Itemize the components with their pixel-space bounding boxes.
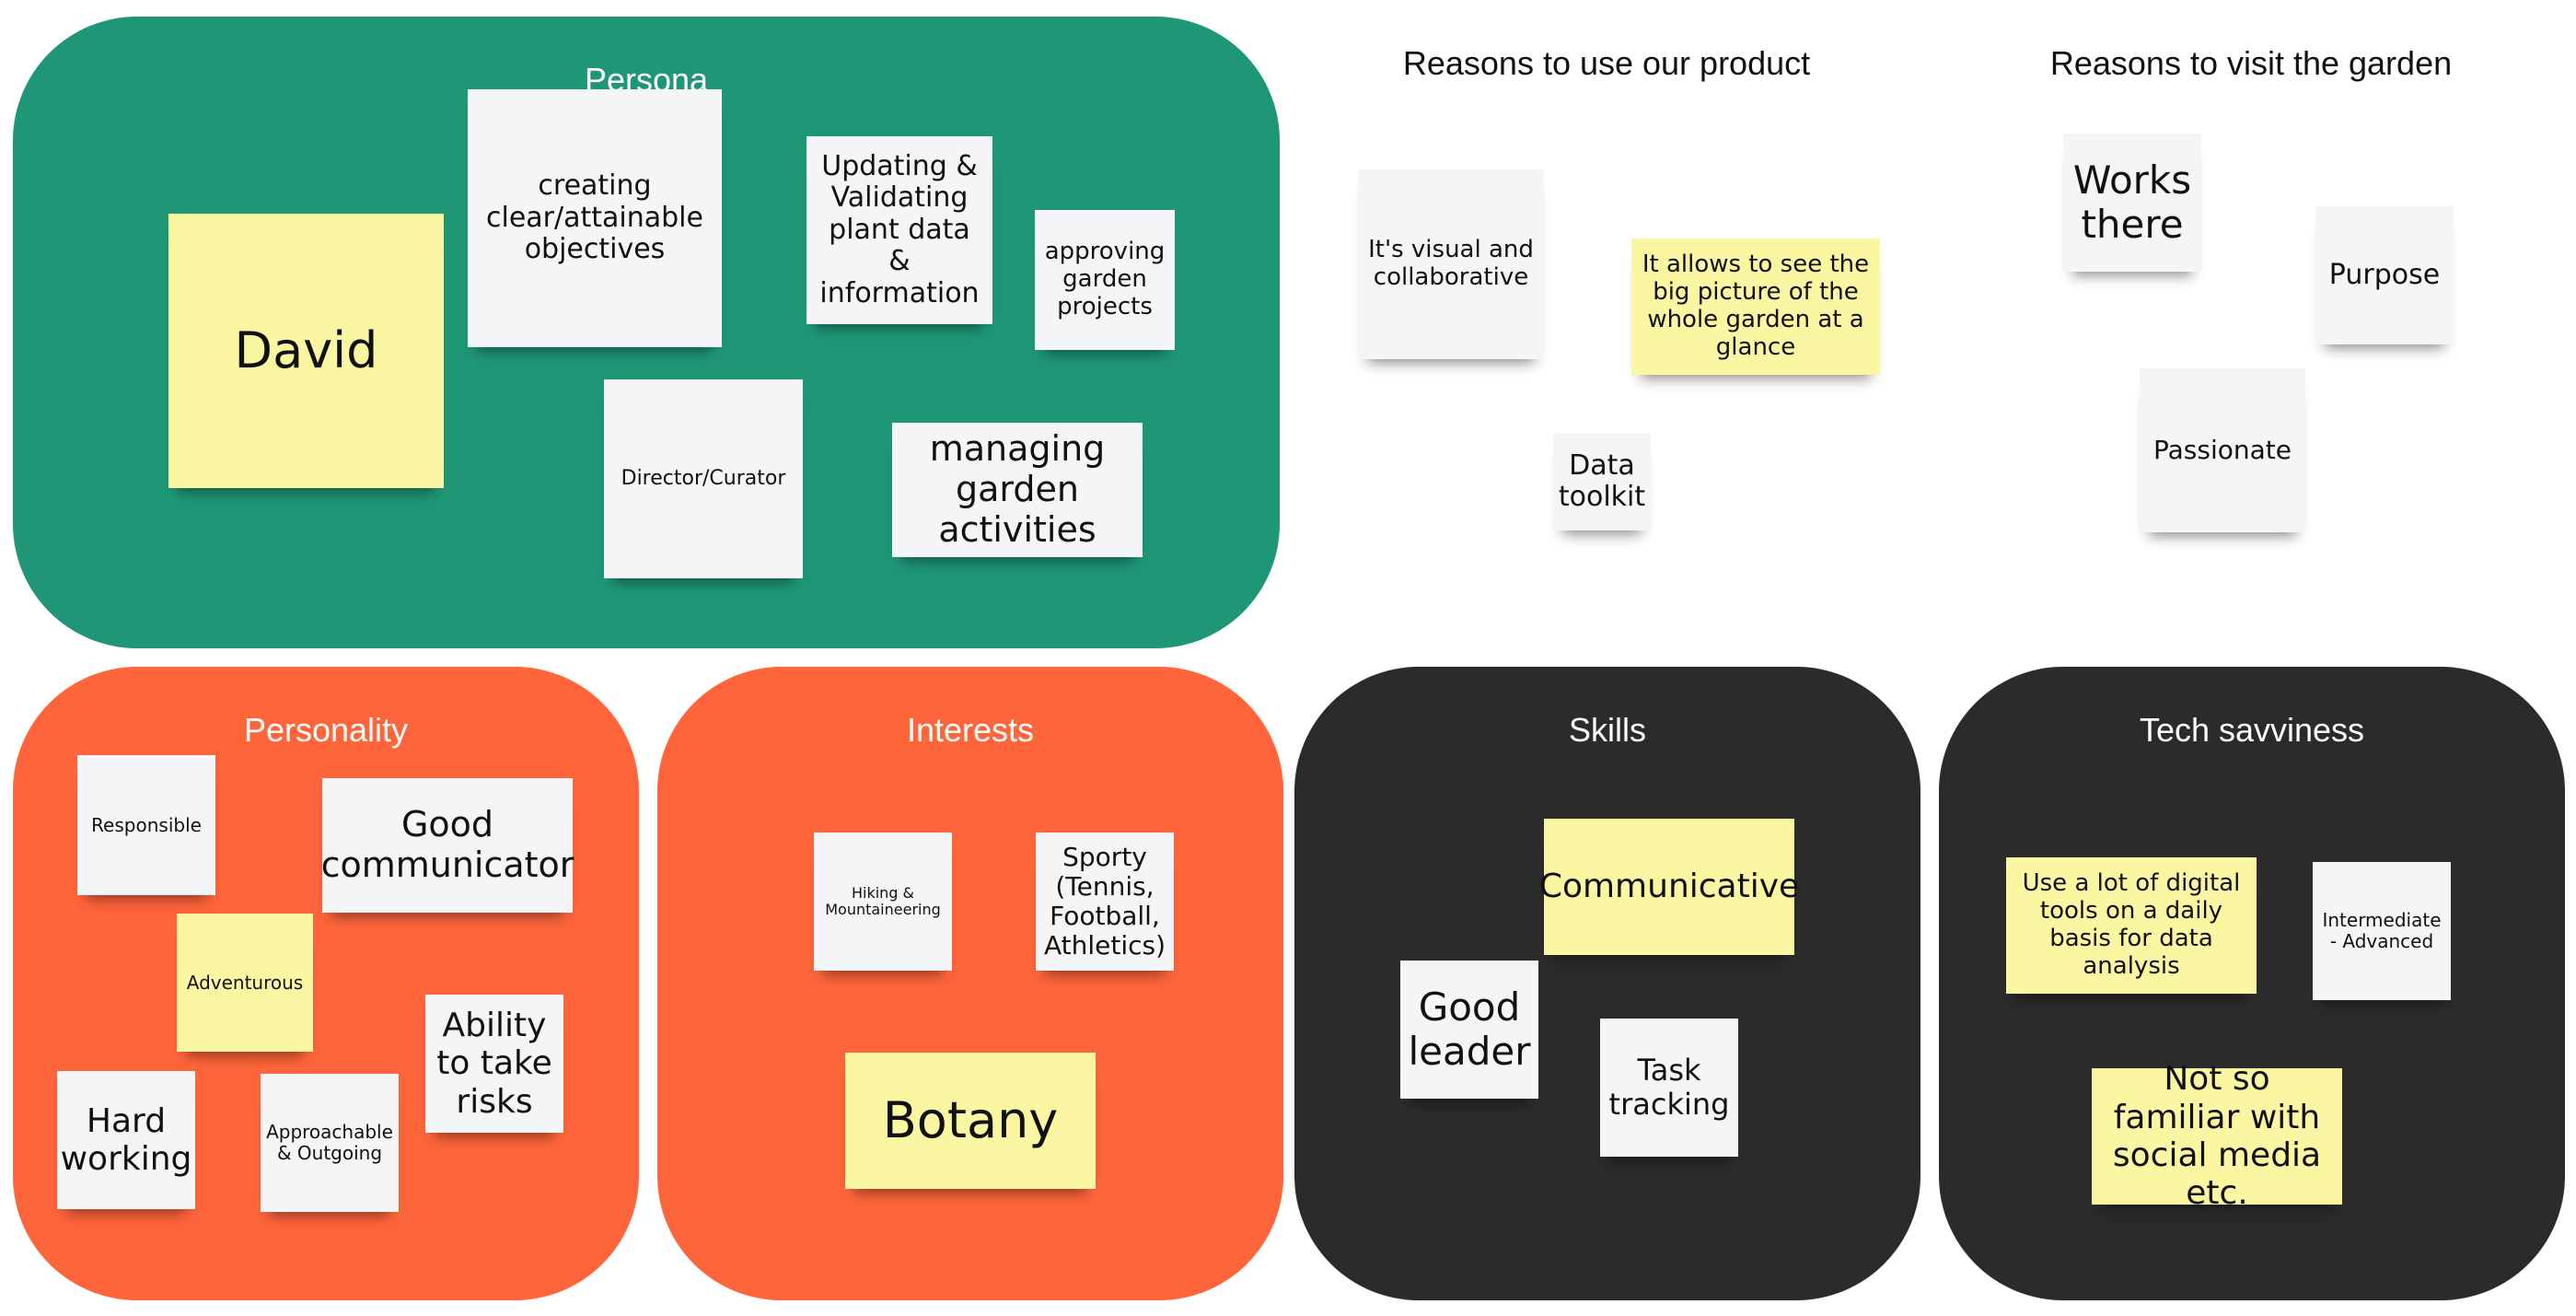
sticky-note-role[interactable]: Director/Curator <box>604 379 803 578</box>
personality-title: Personality <box>243 711 409 749</box>
sticky-note-visual-text: It's visual and collaborative <box>1368 236 1534 291</box>
sticky-note-social-media[interactable]: Not so familiar with social media etc. <box>2092 1060 2342 1212</box>
sticky-note-communicative-text: Communicative <box>1538 868 1800 906</box>
sticky-note-approving[interactable]: approving garden projects <box>1035 210 1175 350</box>
sticky-note-level-text: Intermediate - Advanced <box>2322 909 2442 952</box>
sticky-note-hardworking-text: Hard working <box>60 1101 192 1178</box>
sticky-note-botany[interactable]: Botany <box>845 1053 1096 1189</box>
sticky-note-toolkit-text: Data toolkit <box>1558 448 1646 513</box>
sticky-note-communicator[interactable]: Good communicator <box>320 778 574 913</box>
sticky-note-risks-text: Ability to take risks <box>436 1006 552 1121</box>
interests-title: Interests <box>906 711 1035 749</box>
sticky-note-level[interactable]: Intermediate - Advanced <box>2313 862 2451 1000</box>
sticky-note-communicator-text: Good communicator <box>320 804 574 885</box>
sticky-note-sporty-text: Sporty (Tennis, Football, Athletics) <box>1043 841 1166 961</box>
sticky-note-digital-tools[interactable]: Use a lot of digital tools on a daily ba… <box>2006 857 2257 994</box>
sticky-note-updating[interactable]: Updating & Validating plant data & infor… <box>806 136 992 324</box>
sticky-note-objectives-text: creating clear/attainable objectives <box>486 169 703 266</box>
sticky-note-purpose[interactable]: Purpose <box>2315 206 2454 344</box>
sticky-note-managing-text: managing garden activities <box>929 428 1106 550</box>
sticky-note-passionate-text: Passionate <box>2153 434 2292 465</box>
reasons-product-title: Reasons to use our product <box>1402 44 1811 82</box>
sticky-note-responsible[interactable]: Responsible <box>77 755 215 895</box>
sticky-note-communicative[interactable]: Communicative <box>1539 819 1799 955</box>
sticky-note-toolkit[interactable]: Data toolkit <box>1553 433 1651 530</box>
sticky-note-big-picture[interactable]: It allows to see the big picture of the … <box>1631 239 1880 375</box>
sticky-note-big-picture-text: It allows to see the big picture of the … <box>1642 250 1870 361</box>
sticky-note-name[interactable]: David <box>168 214 444 488</box>
sticky-note-leader-text: Good leader <box>1408 984 1531 1074</box>
sticky-note-hardworking[interactable]: Hard working <box>57 1071 195 1209</box>
sticky-note-leader[interactable]: Good leader <box>1400 961 1538 1099</box>
interests-frame[interactable]: Interests <box>657 667 1283 1300</box>
sticky-note-passionate[interactable]: Passionate <box>2140 368 2305 532</box>
sticky-note-role-text: Director/Curator <box>621 467 786 491</box>
sticky-note-sporty[interactable]: Sporty (Tennis, Football, Athletics) <box>1036 833 1174 971</box>
sticky-note-approving-text: approving garden projects <box>1044 238 1166 320</box>
sticky-note-hiking[interactable]: Hiking & Mountaineering <box>814 833 952 971</box>
sticky-note-botany-text: Botany <box>882 1090 1059 1149</box>
sticky-note-social-media-text: Not so familiar with social media etc. <box>2112 1060 2322 1213</box>
skills-title: Skills <box>1568 711 1646 749</box>
tech-savviness-title: Tech savviness <box>2139 711 2365 749</box>
sticky-note-updating-text: Updating & Validating plant data & infor… <box>819 149 980 309</box>
sticky-note-works-there-text: Works there <box>2072 157 2192 247</box>
sticky-note-managing[interactable]: managing garden activities <box>892 423 1143 557</box>
sticky-note-approachable[interactable]: Approachable & Outgoing <box>261 1074 399 1212</box>
sticky-note-adventurous[interactable]: Adventurous <box>177 914 313 1052</box>
reasons-garden-title: Reasons to visit the garden <box>2049 44 2453 82</box>
sticky-note-purpose-text: Purpose <box>2328 258 2441 291</box>
sticky-note-name-text: David <box>234 320 378 379</box>
sticky-note-works-there[interactable]: Works there <box>2063 134 2201 272</box>
sticky-note-adventurous-text: Adventurous <box>186 971 304 994</box>
sticky-note-digital-tools-text: Use a lot of digital tools on a daily ba… <box>2022 869 2241 980</box>
sticky-note-objectives[interactable]: creating clear/attainable objectives <box>468 89 722 347</box>
sticky-note-visual[interactable]: It's visual and collaborative <box>1358 169 1544 359</box>
sticky-note-hiking-text: Hiking & Mountaineering <box>825 883 941 918</box>
sticky-note-risks[interactable]: Ability to take risks <box>425 995 563 1133</box>
sticky-note-tracking[interactable]: Task tracking <box>1600 1019 1738 1157</box>
skills-frame[interactable]: Skills <box>1294 667 1920 1300</box>
sticky-note-responsible-text: Responsible <box>91 813 202 836</box>
sticky-note-tracking-text: Task tracking <box>1608 1053 1730 1122</box>
sticky-note-approachable-text: Approachable & Outgoing <box>266 1121 393 1164</box>
